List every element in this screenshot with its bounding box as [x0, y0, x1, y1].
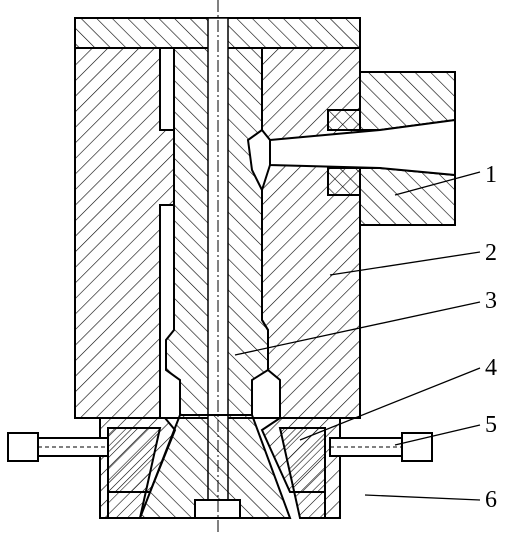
- callout-5: 5: [485, 412, 497, 438]
- callout-6: 6: [485, 487, 497, 513]
- adjustment-bolt-left: [7, 432, 109, 462]
- die-bush: [107, 414, 326, 519]
- callout-3: 3: [485, 288, 497, 314]
- callout-1: 1: [485, 162, 497, 188]
- leader-lines: [234, 171, 481, 501]
- callout-4: 4: [485, 355, 497, 381]
- callout-2: 2: [485, 240, 497, 266]
- adjustment-bolt-right: [329, 432, 433, 462]
